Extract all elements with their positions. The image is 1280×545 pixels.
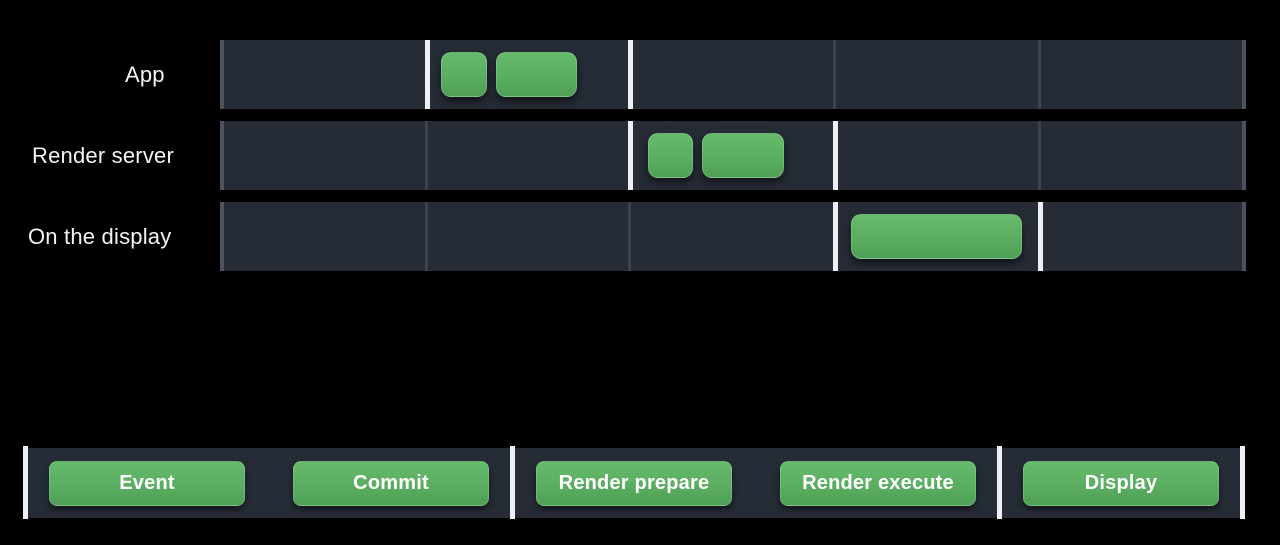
track-end-edge (1242, 121, 1246, 190)
timeline-track-app (220, 40, 1246, 109)
legend-button-render-execute[interactable]: Render execute (780, 461, 976, 506)
frame-boundary-bright (833, 202, 838, 271)
timeline-track-render-server (220, 121, 1246, 190)
legend-group-separator (23, 446, 28, 519)
event-block (441, 52, 487, 97)
legend-button-event[interactable]: Event (49, 461, 245, 506)
frame-boundary-dim (1038, 121, 1041, 190)
timeline-track-on-the-display (220, 202, 1246, 271)
track-start-edge (220, 202, 224, 271)
row-label-on-the-display: On the display (28, 223, 172, 249)
legend-button-display[interactable]: Display (1023, 461, 1219, 506)
legend-group-separator (997, 446, 1002, 519)
track-start-edge (220, 40, 224, 109)
track-end-edge (1242, 202, 1246, 271)
frame-boundary-bright (628, 40, 633, 109)
frame-boundary-dim (833, 40, 836, 109)
frame-boundary-bright (628, 121, 633, 190)
commit-block (496, 52, 577, 97)
frame-boundary-dim (425, 202, 428, 271)
legend-group-separator (1240, 446, 1245, 519)
track-end-edge (1242, 40, 1246, 109)
render-prepare-block (648, 133, 693, 178)
frame-boundary-bright (833, 121, 838, 190)
frame-boundary-bright (425, 40, 430, 109)
row-label-render-server: Render server (32, 142, 174, 168)
display-block (851, 214, 1022, 259)
frame-boundary-dim (1038, 40, 1041, 109)
render-execute-block (702, 133, 784, 178)
track-start-edge (220, 121, 224, 190)
frame-boundary-dim (628, 202, 631, 271)
frame-boundary-dim (425, 121, 428, 190)
legend-group-separator (510, 446, 515, 519)
legend-button-render-prepare[interactable]: Render prepare (536, 461, 732, 506)
legend-button-commit[interactable]: Commit (293, 461, 489, 506)
pipeline-legend-bar: Event Commit Render prepare Render execute D… (23, 446, 1245, 519)
row-label-app: App (125, 61, 165, 87)
frame-boundary-bright (1038, 202, 1043, 271)
